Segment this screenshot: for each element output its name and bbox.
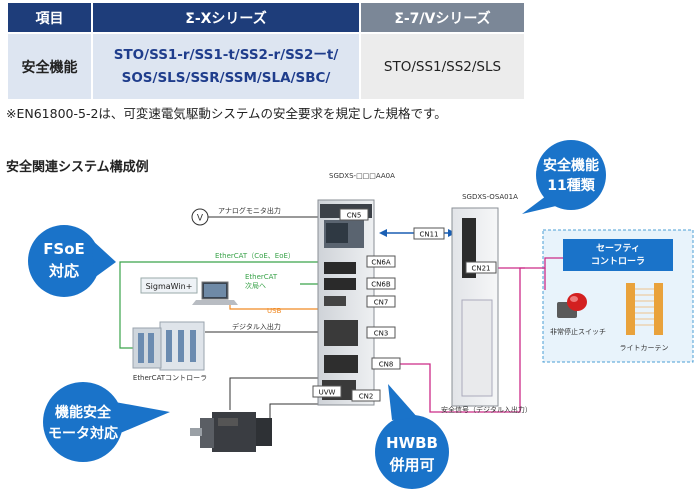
safety-controller-line	[495, 257, 563, 269]
light-curtain-label: ライトカーテン	[620, 344, 669, 352]
safety-signal-label: 安全信号（デジタル入出力）	[441, 405, 532, 414]
badge-safe-motor: 機能安全 モータ対応	[43, 382, 170, 462]
header-sigma-7: Σ-7/Vシリーズ	[361, 3, 524, 32]
sigma-x-line-1: STO/SS1-r/SS1-t/SS2-r/SS2ーt/	[113, 46, 339, 63]
port-cn7: CN7	[374, 299, 389, 307]
estop-label: 非常停止スイッチ	[550, 327, 606, 336]
badge-hwbb: HWBB 併用可	[375, 384, 449, 489]
port-cn6a: CN6A	[371, 259, 391, 267]
port-labels: CN5 CN6A CN6B CN7 CN3 CN8 CN2 UVW CN11 C…	[312, 208, 497, 402]
laptop-icon	[192, 281, 238, 305]
amp-model-label: SGDXS-□□□AA0A	[329, 172, 395, 180]
ethercat-next-label-1: EtherCAT	[245, 273, 278, 281]
digital-io-label: デジタル入出力	[232, 322, 281, 331]
light-curtain	[626, 283, 663, 335]
sigmawin-label: SigmaWin+	[146, 282, 193, 291]
voltmeter-symbol: V	[197, 214, 204, 224]
port-uvw: UVW	[319, 389, 336, 397]
badge-fsoe-line-2: 対応	[48, 262, 79, 280]
safety-function-table: 項目 Σ-Xシリーズ Σ-7/Vシリーズ 安全機能 STO/SS1-r/SS1-…	[8, 3, 524, 99]
safety-option-module	[451, 207, 499, 407]
section-title: 安全関連システム構成例	[6, 160, 149, 175]
port-cn3: CN3	[374, 330, 389, 338]
port-cn2: CN2	[359, 393, 374, 401]
servo-motor	[190, 412, 272, 452]
badge-fsoe: FSoE 対応	[28, 225, 116, 297]
row-label-safety-function: 安全機能	[8, 34, 91, 99]
sigma-7-functions: STO/SS1/SS2/SLS	[361, 34, 524, 99]
option-model-label: SGDXS-OSA01A	[462, 193, 518, 201]
badge-fsoe-line-1: FSoE	[43, 240, 85, 258]
emergency-stop-switch	[557, 293, 587, 318]
badge-safety-line-1: 安全機能	[543, 157, 599, 174]
badge-safe-motor-line-2: モータ対応	[48, 425, 118, 442]
standard-note: ※EN61800-5-2は、可変速電気駆動システムの安全要求を規定した規格です。	[6, 106, 447, 121]
port-cn8: CN8	[379, 361, 394, 369]
safety-controller-label-2: コントローラ	[591, 256, 645, 267]
sigmawin-box	[140, 277, 198, 294]
ethercat-controller-label: EtherCATコントローラ	[133, 374, 207, 382]
port-cn11: CN11	[419, 231, 438, 239]
port-cn21: CN21	[471, 265, 490, 273]
badge-safe-motor-line-1: 機能安全	[55, 404, 112, 421]
badge-safety-line-2: 11種類	[547, 177, 595, 194]
sigma-x-functions: STO/SS1-r/SS1-t/SS2-r/SS2ーt/ SOS/SLS/SSR…	[93, 34, 359, 99]
badge-safety-functions: 安全機能 11種類	[522, 140, 606, 214]
usb-label: USB	[267, 307, 282, 315]
header-item: 項目	[8, 3, 91, 32]
voltmeter-icon	[191, 208, 209, 226]
port-cn6b: CN6B	[371, 281, 391, 289]
ethercat-next-label-2: 次局へ	[245, 281, 266, 290]
servo-amplifier	[317, 199, 375, 406]
analog-monitor-label: アナログモニタ出力	[218, 206, 281, 215]
sigma-x-line-2: SOS/SLS/SSR/SSM/SLA/SBC/	[121, 69, 331, 86]
safety-controller-label-1: セーフティ	[596, 243, 640, 254]
ethercat-controller	[132, 321, 205, 371]
port-cn5: CN5	[347, 212, 362, 220]
badge-hwbb-line-2: 併用可	[388, 456, 434, 474]
header-sigma-x: Σ-Xシリーズ	[93, 3, 359, 32]
ethercat-coe-label: EtherCAT（CoE、EoE）	[215, 252, 295, 260]
badge-hwbb-line-1: HWBB	[386, 434, 438, 452]
safety-controller-box	[563, 239, 673, 271]
